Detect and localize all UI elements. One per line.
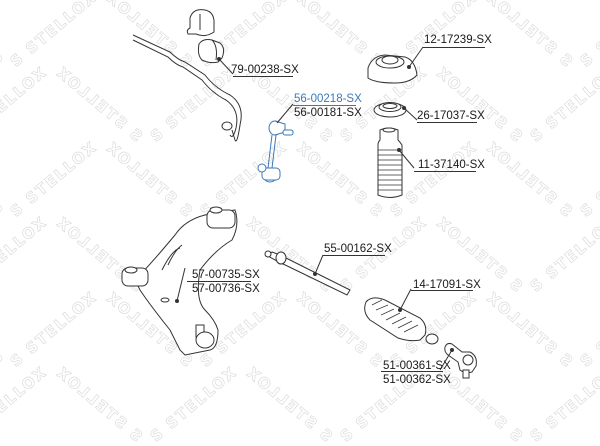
strut-mount[interactable] <box>367 54 418 84</box>
leader-line <box>187 281 251 282</box>
tie-rod[interactable] <box>264 250 351 296</box>
leader-line <box>423 47 485 48</box>
stabilizer-clamp[interactable] <box>186 9 215 37</box>
leader-line <box>381 371 443 372</box>
label-tie-rod[interactable]: 55-00162-SX <box>324 243 392 255</box>
leader-line <box>417 122 477 123</box>
label-steering-boot[interactable]: 14-17091-SX <box>413 279 481 291</box>
parts-diagram <box>121 9 477 379</box>
label-control-arm-alt[interactable]: 57-00736-SX <box>192 283 260 295</box>
stabilizer-bar[interactable] <box>132 34 242 142</box>
strut-bearing[interactable] <box>373 102 407 118</box>
label-stabilizer-link-primary[interactable]: 56-00218-SX <box>294 93 362 105</box>
leader-line <box>293 105 356 106</box>
label-stabilizer-link-alt[interactable]: 56-00181-SX <box>294 107 362 119</box>
leader-line <box>414 171 476 172</box>
steering-boot[interactable] <box>364 297 439 345</box>
label-stabilizer-bushing[interactable]: 79-00238-SX <box>231 64 299 76</box>
label-control-arm-primary[interactable]: 57-00735-SX <box>192 269 260 281</box>
tie-rod-end[interactable] <box>444 342 477 379</box>
label-tie-rod-end-primary[interactable]: 51-00361-SX <box>383 360 451 372</box>
control-arm[interactable] <box>121 206 238 356</box>
label-strut-bearing[interactable]: 26-17037-SX <box>417 110 485 122</box>
label-dust-boot[interactable]: 11-37140-SX <box>418 159 485 171</box>
dust-boot[interactable] <box>377 127 403 198</box>
label-strut-mount[interactable]: 12-17239-SX <box>424 34 492 46</box>
label-tie-rod-end-alt[interactable]: 51-00362-SX <box>383 374 451 386</box>
stabilizer-link[interactable] <box>257 120 294 183</box>
leader-line <box>411 290 473 291</box>
leader-line <box>323 255 385 256</box>
leader-line <box>233 76 293 77</box>
